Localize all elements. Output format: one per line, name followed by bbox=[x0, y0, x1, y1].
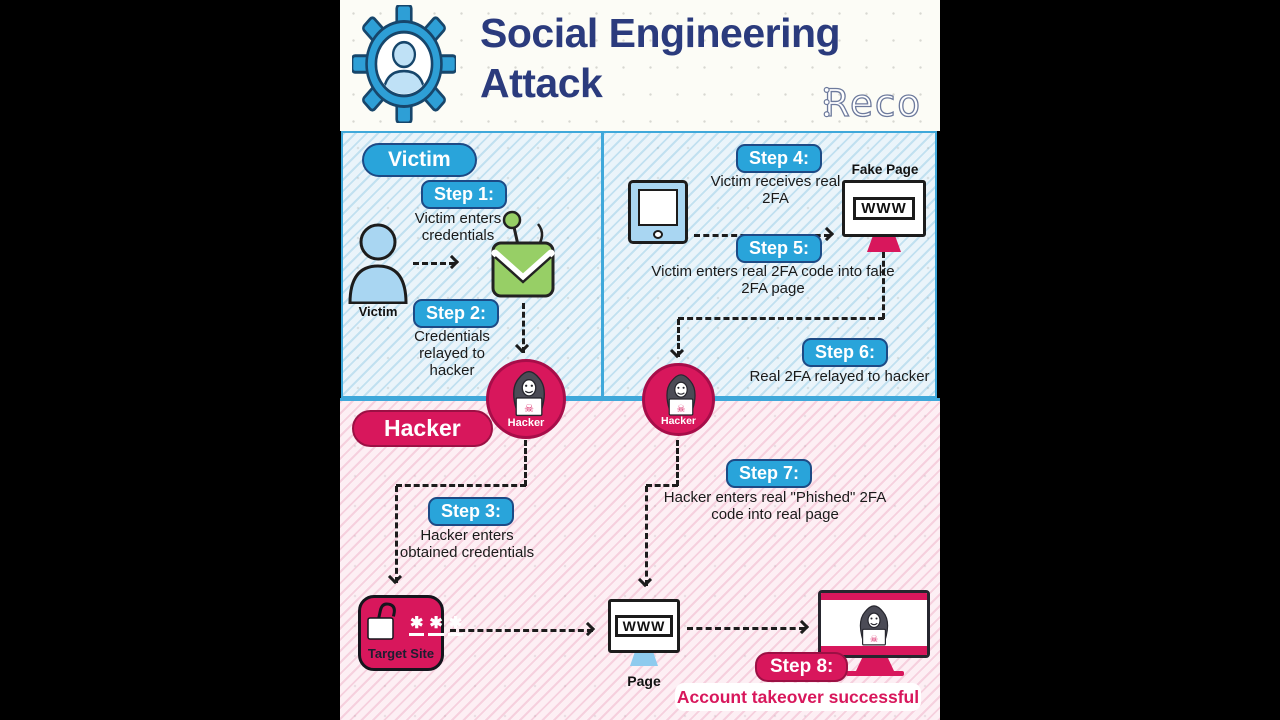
monitor-bottom-bar bbox=[821, 646, 927, 655]
step7-badge: Step 7: bbox=[726, 459, 813, 488]
fake-page-www-label: WWW bbox=[853, 197, 915, 220]
dashed-connector-credentials bbox=[450, 629, 593, 632]
dashed-connector-step1 bbox=[413, 262, 455, 265]
step6-text: Real 2FA relayed to hacker bbox=[749, 368, 930, 385]
hacker-avatar-caption: Hacker bbox=[660, 415, 697, 427]
victim-section-badge: Victim bbox=[362, 143, 477, 177]
hacker-avatar-icon: ☠ Hacker bbox=[486, 359, 566, 439]
step2-badge: Step 2: bbox=[413, 299, 500, 328]
phishing-email-icon bbox=[491, 210, 555, 298]
skull-icon: ☠ bbox=[677, 404, 686, 415]
fake-page-caption: Fake Page bbox=[851, 162, 919, 177]
panel-divider bbox=[601, 131, 604, 398]
real-page-monitor-icon: WWW bbox=[608, 599, 680, 653]
asterisk-icon: ✱ bbox=[409, 616, 425, 636]
hacked-monitor-icon: ☠ bbox=[818, 590, 930, 658]
step5-text: Victim enters real 2FA code into fake 2F… bbox=[651, 263, 895, 298]
dashed-connector-step3 bbox=[396, 484, 526, 487]
tablet-screen bbox=[638, 189, 678, 226]
asterisk-icon: ✱ bbox=[447, 616, 464, 636]
reco-logo: Reco bbox=[823, 80, 922, 125]
hooded-hacker-icon: ☠ bbox=[859, 605, 889, 646]
dashed-connector-step5 bbox=[677, 319, 680, 357]
target-site-icon: ✱✱✱ Target Site bbox=[358, 595, 464, 671]
dashed-connector-step5 bbox=[678, 317, 884, 320]
step3-badge: Step 3: bbox=[428, 497, 515, 526]
hooded-hacker-icon: ☠ bbox=[513, 370, 545, 417]
gear-user-icon bbox=[352, 5, 456, 123]
dashed-connector-takeover bbox=[687, 627, 805, 630]
fake-page-monitor-stand bbox=[867, 237, 901, 252]
dashed-connector-step7 bbox=[646, 484, 678, 487]
step1-badge: Step 1: bbox=[421, 180, 508, 209]
dashed-connector-step7 bbox=[676, 440, 679, 486]
password-asterisks: ✱✱✱ bbox=[407, 615, 465, 636]
dashed-connector-step3 bbox=[524, 440, 527, 486]
hooded-hacker-icon: ☠ bbox=[666, 374, 696, 416]
victim-person-icon bbox=[348, 223, 408, 304]
tablet-icon bbox=[628, 180, 688, 244]
step8-result-text: Account takeover successful bbox=[676, 686, 920, 707]
real-page-www-label: WWW bbox=[614, 615, 674, 637]
hacked-monitor-base bbox=[846, 671, 904, 676]
page-title-line2: Attack bbox=[480, 60, 603, 107]
step2-text: Credentials relayed to hacker bbox=[414, 328, 490, 380]
step8-badge: Step 8: bbox=[755, 652, 849, 682]
real-page-monitor-stand bbox=[630, 653, 658, 666]
asterisk-icon: ✱ bbox=[428, 616, 444, 636]
step8-result-band: Account takeover successful bbox=[675, 683, 921, 711]
step6-badge: Step 6: bbox=[802, 338, 889, 367]
monitor-top-bar bbox=[821, 593, 927, 600]
open-padlock-icon bbox=[367, 602, 396, 640]
hacker-section-badge: Hacker bbox=[352, 410, 493, 447]
step4-text: Victim receives real 2FA bbox=[710, 173, 841, 208]
target-site-caption: Target Site bbox=[367, 646, 435, 661]
svg-text:Reco: Reco bbox=[824, 81, 922, 125]
step4-badge: Step 4: bbox=[736, 144, 823, 173]
dashed-connector-step2 bbox=[522, 303, 525, 353]
skull-icon: ☠ bbox=[870, 634, 879, 645]
hacker-avatar-icon: ☠ Hacker bbox=[642, 363, 715, 436]
tablet-home-button bbox=[653, 230, 663, 239]
dashed-connector-step7 bbox=[645, 486, 648, 586]
fake-page-monitor-icon: WWW bbox=[842, 180, 926, 237]
dashed-connector-step3 bbox=[395, 486, 398, 583]
skull-icon: ☠ bbox=[524, 403, 534, 415]
real-page-caption: Page bbox=[627, 673, 661, 689]
step3-text: Hacker enters obtained credentials bbox=[399, 527, 535, 562]
hacked-monitor-stand bbox=[856, 658, 894, 671]
dashed-connector-step5 bbox=[882, 252, 885, 319]
step7-text: Hacker enters real "Phished" 2FA code in… bbox=[663, 489, 887, 524]
header: Social Engineering Attack Reco bbox=[340, 0, 940, 131]
step5-badge: Step 5: bbox=[736, 234, 823, 263]
hacker-avatar-caption: Hacker bbox=[507, 417, 545, 429]
page-title-line1: Social Engineering bbox=[480, 10, 841, 56]
step1-text: Victim enters credentials bbox=[414, 210, 502, 245]
page-title: Social Engineering Attack bbox=[480, 8, 841, 108]
victim-person-caption: Victim bbox=[358, 304, 398, 319]
